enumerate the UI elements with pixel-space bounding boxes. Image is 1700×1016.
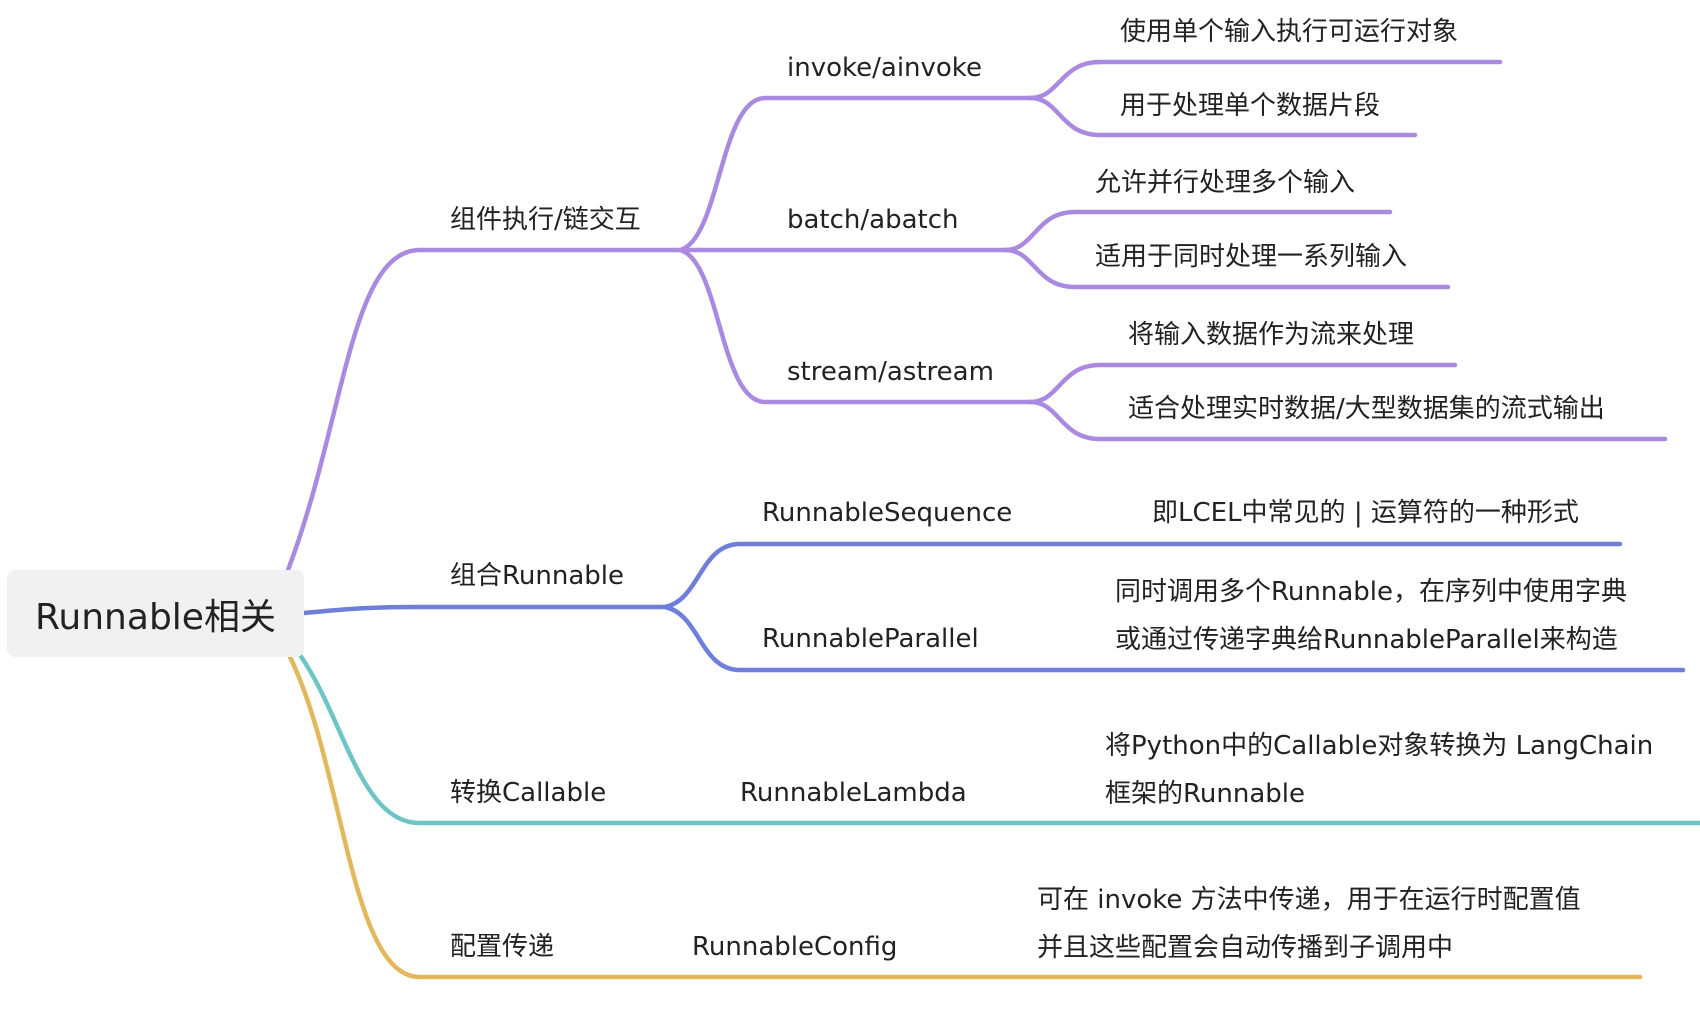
node-runnable-sequence[interactable]: RunnableSequence: [762, 498, 1013, 528]
connector-batch-detail-2: [1002, 247, 1451, 290]
root-node-label: Runnable相关: [35, 596, 276, 638]
detail-runnable-parallel-line-1: 同时调用多个Runnable，在序列中使用字典: [1115, 577, 1627, 607]
detail-runnable-lambda[interactable]: 将Python中的Callable对象转换为 LangChain 框架的Runn…: [1105, 722, 1653, 818]
connector-stream-detail-1: [1027, 362, 1458, 405]
detail-runnable-config-line-2: 并且这些配置会自动传播到子调用中: [1037, 933, 1454, 963]
detail-runnable-sequence[interactable]: 即LCEL中常见的 | 运算符的一种形式: [1152, 498, 1579, 528]
detail-runnable-parallel[interactable]: 同时调用多个Runnable，在序列中使用字典 或通过传递字典给Runnable…: [1115, 568, 1627, 664]
detail-stream-1[interactable]: 将输入数据作为流来处理: [1128, 320, 1415, 350]
detail-batch-2[interactable]: 适用于同时处理一系列输入: [1095, 242, 1408, 272]
detail-runnable-lambda-line-1: 将Python中的Callable对象转换为 LangChain: [1105, 731, 1654, 761]
connector-batch-detail-1: [1002, 209, 1393, 253]
node-runnable-config[interactable]: RunnableConfig: [692, 932, 898, 962]
node-runnable-lambda[interactable]: RunnableLambda: [740, 778, 967, 808]
branch-component-execution[interactable]: 组件执行/链交互: [450, 205, 641, 235]
connector-stream-detail-2: [1027, 399, 1668, 442]
node-runnable-parallel[interactable]: RunnableParallel: [762, 624, 979, 654]
connector-root-to-config: [287, 654, 1643, 980]
connector-to-invoke: [677, 95, 1033, 253]
connector-invoke-detail-1: [1027, 59, 1503, 101]
connector-root-to-compose: [301, 604, 668, 616]
connector-to-runnable-parallel: [662, 604, 1686, 673]
connector-root-to-component-execution: [285, 247, 683, 573]
branch-compose-runnable[interactable]: 组合Runnable: [450, 561, 624, 591]
detail-runnable-lambda-line-2: 框架的Runnable: [1105, 779, 1305, 809]
detail-runnable-config-line-1: 可在 invoke 方法中传递，用于在运行时配置值: [1037, 885, 1581, 915]
node-invoke[interactable]: invoke/ainvoke: [787, 53, 982, 83]
branch-config-passing[interactable]: 配置传递: [450, 932, 555, 962]
detail-batch-1[interactable]: 允许并行处理多个输入: [1095, 168, 1356, 198]
node-stream[interactable]: stream/astream: [787, 357, 994, 387]
connector-invoke-detail-2: [1027, 95, 1418, 138]
branch-convert-callable[interactable]: 转换Callable: [450, 778, 607, 808]
detail-invoke-1[interactable]: 使用单个输入执行可运行对象: [1120, 17, 1459, 47]
node-batch[interactable]: batch/abatch: [787, 205, 959, 235]
connector-to-stream: [677, 247, 1033, 405]
detail-invoke-2[interactable]: 用于处理单个数据片段: [1120, 91, 1381, 121]
root-node[interactable]: Runnable相关: [7, 570, 304, 657]
detail-runnable-parallel-line-2: 或通过传递字典给RunnableParallel来构造: [1115, 625, 1618, 655]
detail-runnable-config[interactable]: 可在 invoke 方法中传递，用于在运行时配置值 并且这些配置会自动传播到子调…: [1037, 876, 1581, 972]
detail-stream-2[interactable]: 适合处理实时数据/大型数据集的流式输出: [1128, 394, 1605, 424]
connector-root-to-convert-callable: [297, 652, 1700, 826]
connector-to-runnable-sequence: [662, 541, 1623, 610]
